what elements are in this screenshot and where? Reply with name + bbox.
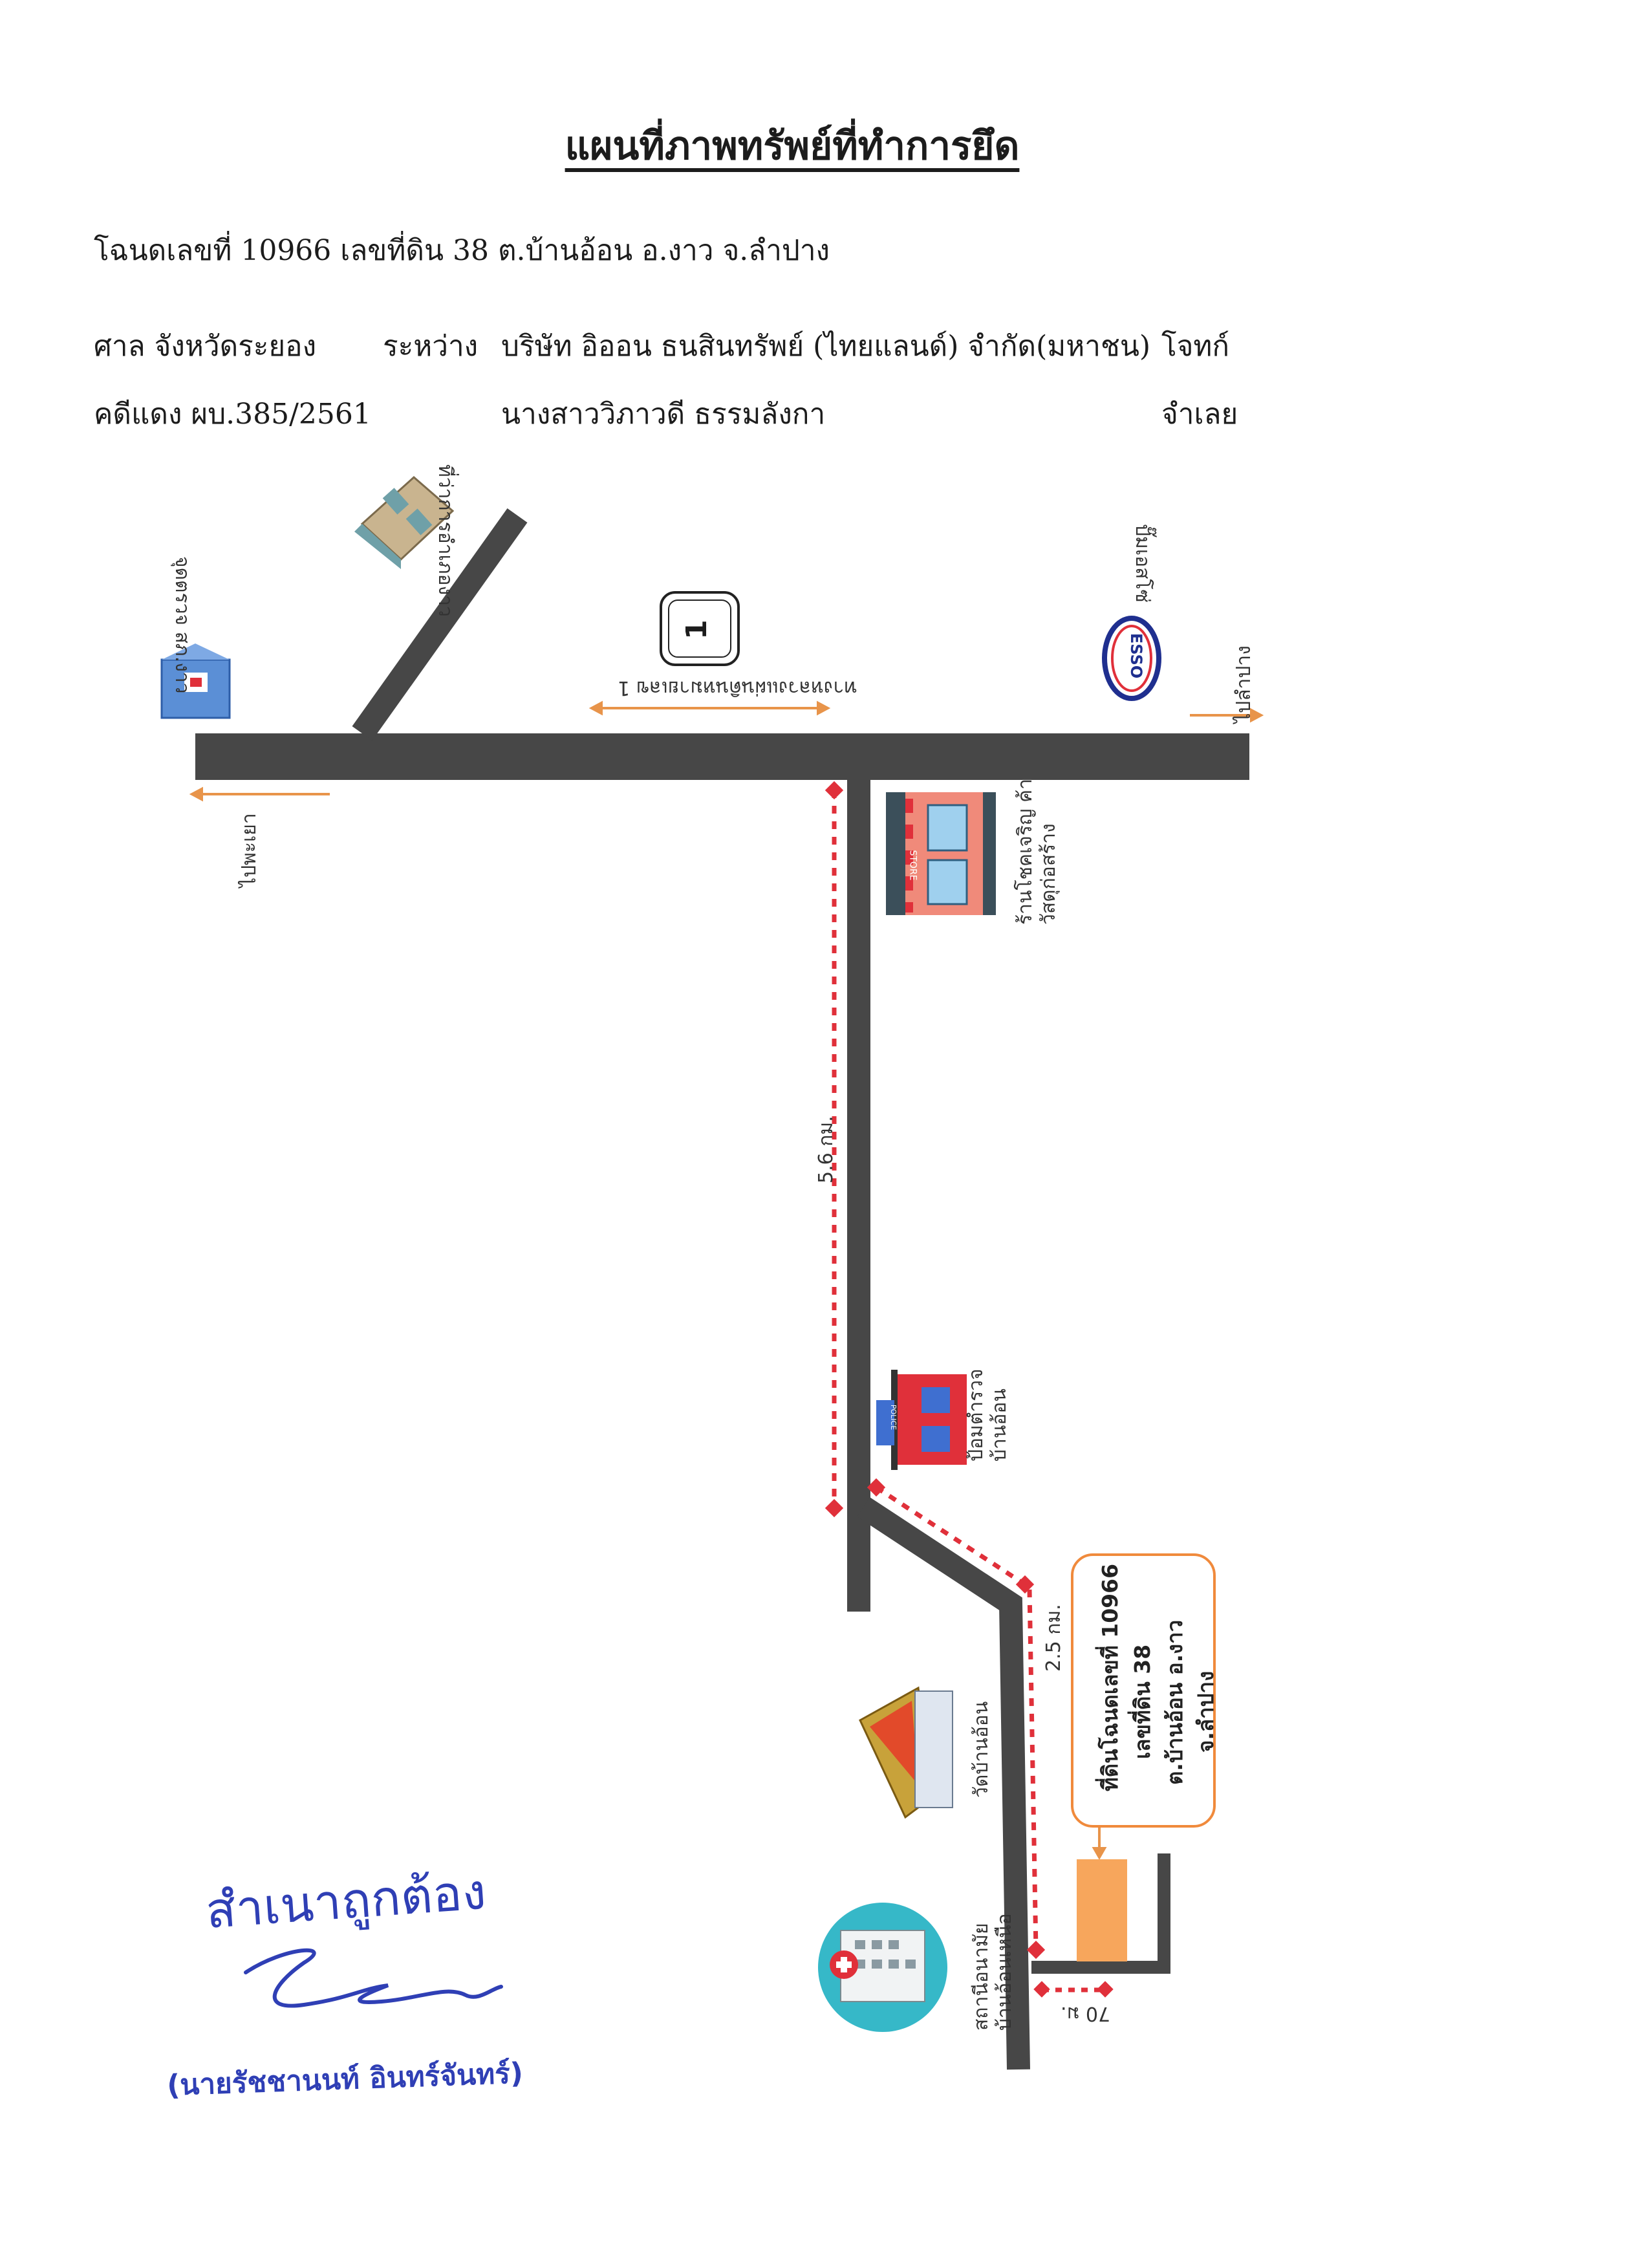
district-office-icon bbox=[354, 475, 455, 569]
distance-1-label: 5.6 กม. bbox=[815, 1116, 837, 1183]
target-land-plot bbox=[1077, 1859, 1127, 1961]
route-shield-icon bbox=[660, 591, 740, 666]
to-lampang-label: ไปลำปาง bbox=[1233, 645, 1255, 723]
checkpoint-label: จุดตรวจ สภ.งาว bbox=[171, 556, 193, 694]
plaintiff-role: โจทก์ bbox=[1161, 330, 1230, 363]
case-number: คดีแดง ผบ.385/2561 bbox=[94, 398, 371, 431]
health-center-label: สถานีอนามัย บ้านอ้อนเหนือ bbox=[970, 1913, 1016, 2031]
police-box-icon bbox=[876, 1370, 967, 1470]
district-office-road bbox=[352, 508, 528, 741]
temple-label: วัดบ้านอ้อน bbox=[970, 1701, 993, 1798]
target-line-2: เลขที่ดิน 38 bbox=[1130, 1644, 1155, 1759]
route-shield-number: 1 bbox=[680, 620, 713, 640]
target-line-4: จ.ลำปาง bbox=[1193, 1670, 1218, 1753]
distance-3-label: 70 ม. bbox=[1061, 2002, 1111, 2025]
target-line-1: ที่ดินโฉนดเลขที่ 10966 bbox=[1097, 1563, 1123, 1791]
target-callout-box bbox=[1071, 1553, 1216, 1828]
esso-logo-text: ESSO bbox=[1127, 632, 1146, 679]
plot-access-road bbox=[1031, 1853, 1170, 1974]
village-road bbox=[847, 780, 870, 1612]
highway-name-label: ทางหลวงแผ่นดินหมายเลข 1 bbox=[618, 676, 857, 699]
branch-road bbox=[857, 1496, 1030, 2070]
health-center-icon bbox=[818, 1903, 947, 2032]
defendant-role: จำเลย bbox=[1161, 398, 1238, 431]
plaintiff-name: บริษัท อิออน ธนสินทรัพย์ (ไทยแลนด์) จำกั… bbox=[501, 330, 1151, 363]
target-line-3: ต.บ้านอ้อน อ.งาว bbox=[1162, 1619, 1187, 1785]
police-sign-text: POLICE bbox=[889, 1404, 898, 1431]
police-box-label: ป้อมตำรวจ บ้านอ้อน bbox=[965, 1368, 1011, 1462]
temple-icon bbox=[859, 1686, 953, 1819]
route-path bbox=[824, 781, 1114, 1998]
court-name: ศาล จังหวัดระยอง bbox=[94, 330, 317, 363]
district-office-label: ที่ว่าการอำเภองาว bbox=[434, 464, 457, 617]
signature-scribble bbox=[244, 1948, 503, 2008]
deed-line: โฉนดเลขที่ 10966 เลขที่ดิน 38 ต.บ้านอ้อน… bbox=[94, 234, 830, 267]
between-label: ระหว่าง bbox=[383, 330, 479, 363]
page-title: แผนที่ภาพทรัพย์ที่ทำการยึด bbox=[565, 124, 1020, 169]
store-icon bbox=[886, 792, 996, 915]
defendant-name: นางสาววิภาวดี ธรรมลังกา bbox=[501, 398, 826, 431]
highway-road bbox=[195, 733, 1249, 780]
store-label: ร้านโชคเจริญ ค้าวัสดุก่อสร้าง bbox=[1014, 779, 1060, 925]
to-phayao-label: ไปพะเยา bbox=[238, 813, 261, 887]
esso-logo-icon bbox=[1102, 616, 1161, 701]
store-sign-text: STORE bbox=[907, 850, 918, 881]
distance-2-label: 2.5 กม. bbox=[1042, 1604, 1065, 1672]
checkpoint-icon bbox=[160, 643, 231, 719]
esso-station-label: ปั๊มเอสโซ่ bbox=[1131, 524, 1154, 603]
